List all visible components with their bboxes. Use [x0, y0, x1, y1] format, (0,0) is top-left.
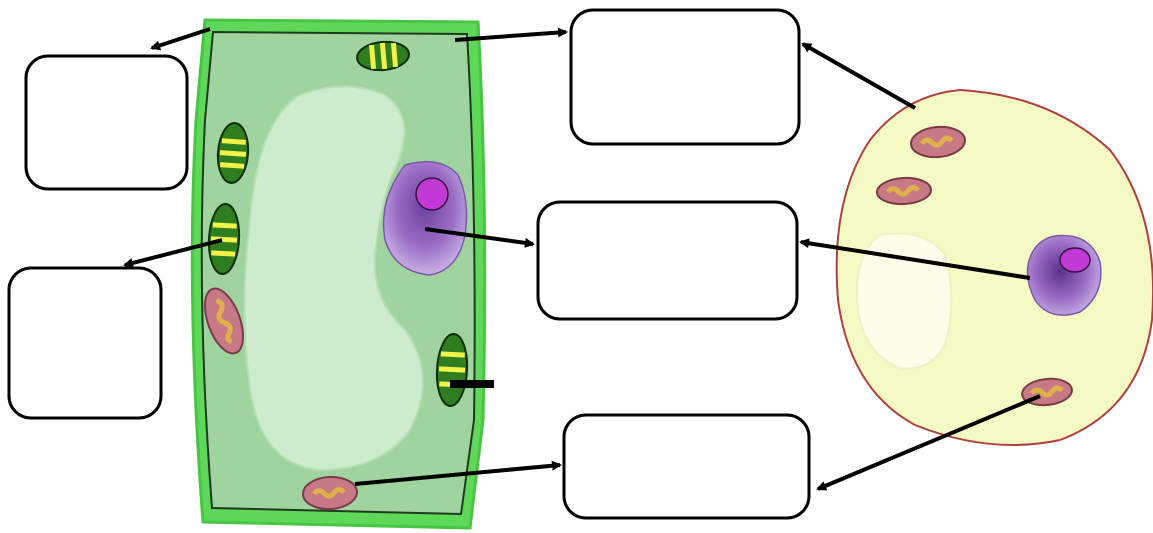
- label-box-1[interactable]: [24, 54, 189, 191]
- chloroplast-left-2: [207, 203, 241, 275]
- pointer-arrows: [123, 27, 1041, 491]
- animal-vacuole: [855, 232, 953, 370]
- mitochondrion-plant-bottom: [302, 475, 358, 511]
- label-box-3[interactable]: [569, 8, 801, 146]
- mitochondrion-plant-left: [203, 287, 245, 355]
- plant-cell: [190, 18, 487, 530]
- cytoplasm-pointer-bar: [450, 380, 494, 388]
- arrow-chloroplast: [123, 238, 223, 268]
- label-box-2[interactable]: [7, 266, 163, 420]
- mitochondrion-animal-2: [876, 176, 932, 206]
- plant-nucleus: [382, 160, 468, 276]
- plant-nucleolus: [415, 177, 449, 211]
- arrow-plant-nucleus: [424, 227, 535, 248]
- label-box-5[interactable]: [562, 413, 811, 520]
- arrow-cell-membrane: [454, 27, 568, 42]
- mitochondrion-animal-1: [910, 125, 966, 159]
- arrow-animal-membrane: [801, 42, 916, 110]
- label-box-4[interactable]: [536, 200, 799, 321]
- animal-nucleolus: [1059, 247, 1091, 273]
- arrow-cell-wall: [150, 27, 211, 51]
- animal-cell: [835, 88, 1153, 446]
- arrow-animal-nucleus: [799, 238, 1031, 280]
- chloroplast-top: [356, 40, 410, 72]
- animal-nucleus: [1026, 234, 1102, 316]
- chloroplast-left-1: [216, 122, 250, 184]
- arrow-animal-mitochondrion: [816, 394, 1041, 491]
- arrow-plant-mitochondrion: [354, 460, 562, 486]
- vacuole: [243, 85, 424, 472]
